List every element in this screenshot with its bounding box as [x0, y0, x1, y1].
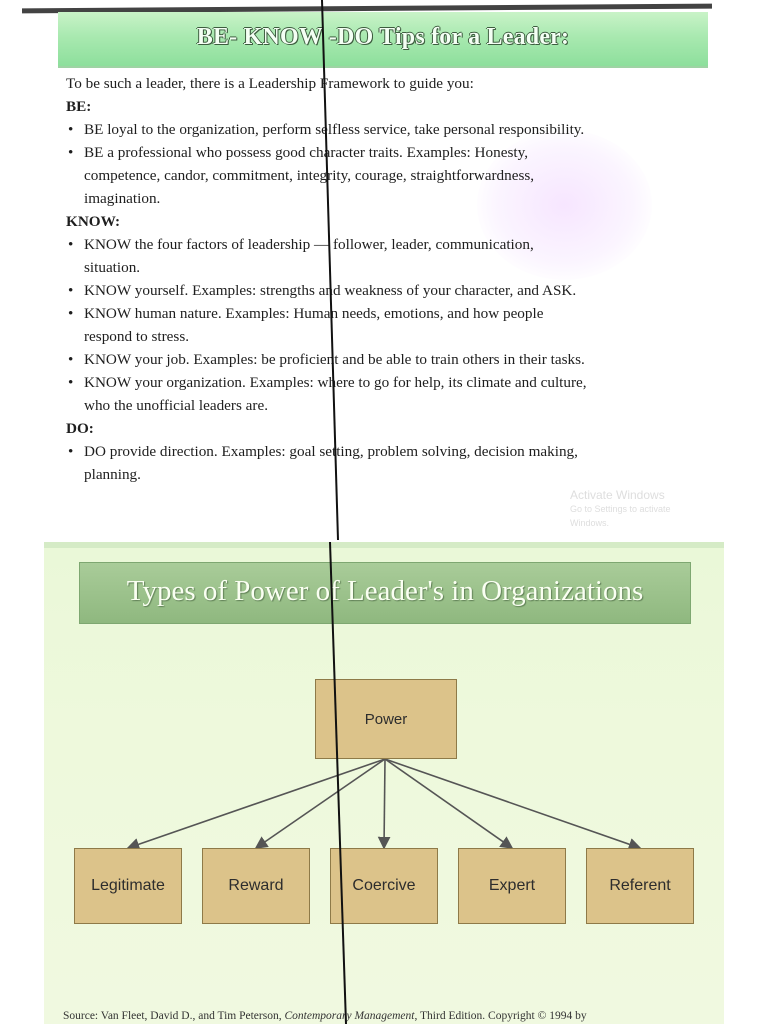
- diagram-connectors: [126, 758, 642, 851]
- bullet-item: BE a professional who possess good chara…: [66, 141, 706, 210]
- be-heading: BE:: [66, 98, 92, 115]
- bullet-item: DO provide direction. Examples: goal set…: [66, 440, 706, 486]
- bullet-line: planning.: [84, 466, 141, 483]
- bullet-line: KNOW the four factors of leadership — fo…: [84, 236, 534, 253]
- bullet-line: competence, candor, commitment, integrit…: [84, 167, 535, 184]
- watermark-line: Activate Windows: [570, 488, 665, 502]
- connector-arrow: [384, 758, 514, 849]
- power-type-box-coercive: Coercive: [330, 848, 438, 924]
- title-banner: BE- KNOW -DO Tips for a Leader:: [58, 12, 708, 68]
- know-heading: KNOW:: [66, 213, 121, 230]
- bullet-item: KNOW your organization. Examples: where …: [66, 371, 706, 417]
- framework-text: To be such a leader, there is a Leadersh…: [66, 72, 706, 486]
- bullet-line: respond to stress.: [84, 328, 190, 345]
- bullet-item: KNOW your job. Examples: be proficient a…: [66, 348, 706, 371]
- do-list: DO provide direction. Examples: goal set…: [66, 440, 706, 486]
- slide-title: Types of Power of Leader's in Organizati…: [126, 575, 644, 607]
- leader-tips-slide: BE- KNOW -DO Tips for a Leader: To be su…: [21, 0, 713, 528]
- do-heading: DO:: [66, 420, 94, 437]
- bullet-item: KNOW human nature. Examples: Human needs…: [66, 302, 706, 348]
- bullet-item: KNOW the four factors of leadership — fo…: [66, 233, 706, 279]
- source-book: Contemporary Management: [284, 1010, 415, 1022]
- bullet-line: KNOW yourself. Examples: strengths and w…: [84, 282, 577, 299]
- source-suffix: , Third Edition. Copyright © 1994 by: [414, 1010, 587, 1022]
- connector-arrow: [384, 758, 642, 851]
- connector-arrow: [126, 758, 386, 851]
- watermark-subline: Go to Settings to activate Windows.: [570, 504, 671, 528]
- title-banner: Types of Power of Leader's in Organizati…: [79, 562, 691, 624]
- source-prefix: Source: Van Fleet, David D., and Tim Pet…: [63, 1010, 285, 1022]
- intro-text: To be such a leader, there is a Leadersh…: [66, 75, 474, 92]
- connector-arrow: [254, 758, 386, 849]
- bullet-item: KNOW yourself. Examples: strengths and w…: [66, 279, 706, 302]
- power-type-box-legitimate: Legitimate: [74, 848, 182, 924]
- power-type-box-reward: Reward: [202, 848, 310, 924]
- bullet-line: imagination.: [84, 190, 161, 207]
- power-root-box: Power: [315, 679, 457, 759]
- bullet-line: situation.: [84, 259, 141, 276]
- bullet-line: BE loyal to the organization, perform se…: [84, 121, 585, 138]
- slide-top-edge: [44, 542, 724, 548]
- power-type-box-expert: Expert: [458, 848, 566, 924]
- know-list: KNOW the four factors of leadership — fo…: [66, 233, 706, 417]
- power-type-box-referent: Referent: [586, 848, 694, 924]
- bullet-line: DO provide direction. Examples: goal set…: [84, 443, 578, 460]
- activation-watermark: Activate Windows Go to Settings to activ…: [570, 488, 712, 530]
- bullet-line: KNOW human nature. Examples: Human needs…: [84, 305, 544, 322]
- bullet-line: KNOW your organization. Examples: where …: [84, 374, 587, 391]
- power-diagram: [126, 758, 642, 851]
- source-citation: Source: Van Fleet, David D., and Tim Pet…: [63, 1010, 703, 1022]
- be-list: BE loyal to the organization, perform se…: [66, 118, 706, 210]
- bullet-item: BE loyal to the organization, perform se…: [66, 118, 706, 141]
- slide-title: BE- KNOW -DO Tips for a Leader:: [196, 24, 570, 50]
- connector-arrow: [377, 758, 391, 850]
- bullet-line: who the unofficial leaders are.: [84, 397, 268, 414]
- bullet-line: BE a professional who possess good chara…: [84, 144, 528, 161]
- power-types-slide: Types of Power of Leader's in Organizati…: [44, 542, 724, 1024]
- bullet-line: KNOW your job. Examples: be proficient a…: [84, 351, 585, 368]
